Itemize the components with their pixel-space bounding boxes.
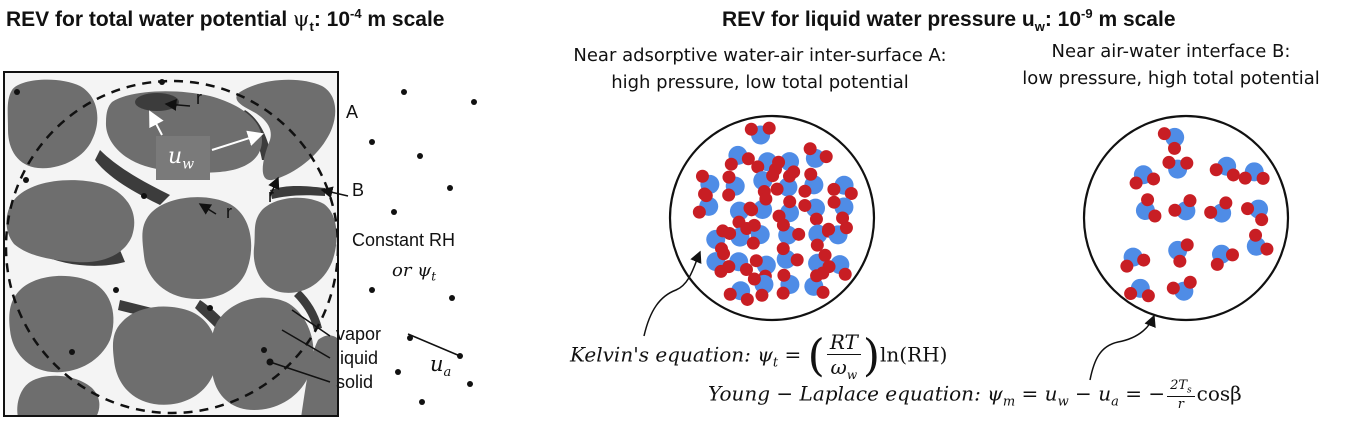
caption-b: Near air-water interface B: low pressure… xyxy=(1022,41,1320,89)
b-water-molecule xyxy=(1238,162,1270,185)
a-water-molecule xyxy=(776,218,806,245)
a-water-molecule xyxy=(808,248,832,280)
b-water-molecule xyxy=(1124,278,1155,303)
young-pointer xyxy=(1089,314,1156,381)
soil-pore-panel xyxy=(4,72,338,416)
a-water-molecule xyxy=(827,175,858,201)
a-water-molecule xyxy=(722,170,745,202)
a-water-molecule xyxy=(724,145,755,171)
a-water-molecule xyxy=(723,222,754,247)
label-liquid: liquid xyxy=(336,348,379,368)
label-r1: r xyxy=(196,88,202,108)
kelvin-pointer xyxy=(643,250,702,337)
rev-box-border xyxy=(3,71,339,417)
b-water-molecule xyxy=(1209,156,1240,182)
uw-box xyxy=(156,136,210,180)
a-water-molecule xyxy=(776,268,800,300)
a-water-molecule xyxy=(776,242,804,269)
label-r2: r xyxy=(226,202,232,222)
water-molecules-b xyxy=(1120,127,1274,303)
a-water-molecule xyxy=(798,167,824,198)
a-water-molecule xyxy=(804,269,830,299)
label-ua: ua xyxy=(430,352,452,381)
rev-circle xyxy=(4,79,338,415)
label-a: A xyxy=(346,102,359,122)
a-water-molecule xyxy=(722,252,753,277)
b-water-molecule xyxy=(1168,194,1197,221)
label-solid: solid xyxy=(336,372,374,392)
caption-a: Near adsorptive water-air inter-surface … xyxy=(573,45,947,93)
label-r3: r xyxy=(268,186,274,206)
a-water-molecule xyxy=(706,247,731,278)
left-title: REV for total water potential ψt: 10-4 m… xyxy=(6,6,445,35)
right-title: REV for liquid water pressure uw: 10-9 m… xyxy=(722,6,1176,35)
b-water-molecule xyxy=(1135,193,1162,223)
b-water-molecule xyxy=(1129,165,1161,190)
water-pocket xyxy=(135,93,179,111)
a-water-molecule xyxy=(744,121,776,145)
b-water-molecule xyxy=(1241,199,1269,227)
b-water-molecule xyxy=(1204,196,1233,223)
vapor-dots-outer xyxy=(369,89,477,405)
label-constant-rh: Constant RH xyxy=(352,230,456,250)
a-water-molecule xyxy=(798,198,826,226)
b-water-molecule xyxy=(1210,244,1239,271)
label-vapor: vapor xyxy=(336,324,382,344)
label-or-psi: or ψt xyxy=(392,260,437,284)
a-water-molecule xyxy=(822,255,852,281)
a-water-molecule xyxy=(692,189,719,219)
a-water-molecule xyxy=(746,218,770,250)
b-water-molecule xyxy=(1246,228,1274,256)
a-water-molecule xyxy=(803,142,833,168)
a-water-molecule xyxy=(747,272,774,302)
a-water-molecule xyxy=(770,169,798,197)
b-water-molecule xyxy=(1168,238,1194,268)
b-water-molecule xyxy=(1162,155,1194,179)
a-water-molecule xyxy=(723,281,754,306)
b-water-molecule xyxy=(1166,275,1197,301)
a-water-molecule xyxy=(772,152,801,179)
b-water-molecule xyxy=(1157,127,1185,155)
a-water-molecule xyxy=(827,195,854,225)
label-uw: uw xyxy=(168,144,195,173)
water-molecules-a xyxy=(692,121,858,306)
a-water-molecule xyxy=(745,192,773,220)
b-water-molecule xyxy=(1120,247,1151,273)
label-b: B xyxy=(352,180,365,200)
young-laplace-equation: Young − Laplace equation: ψm = uw − ua =… xyxy=(708,378,1242,412)
a-water-molecule xyxy=(822,221,853,245)
